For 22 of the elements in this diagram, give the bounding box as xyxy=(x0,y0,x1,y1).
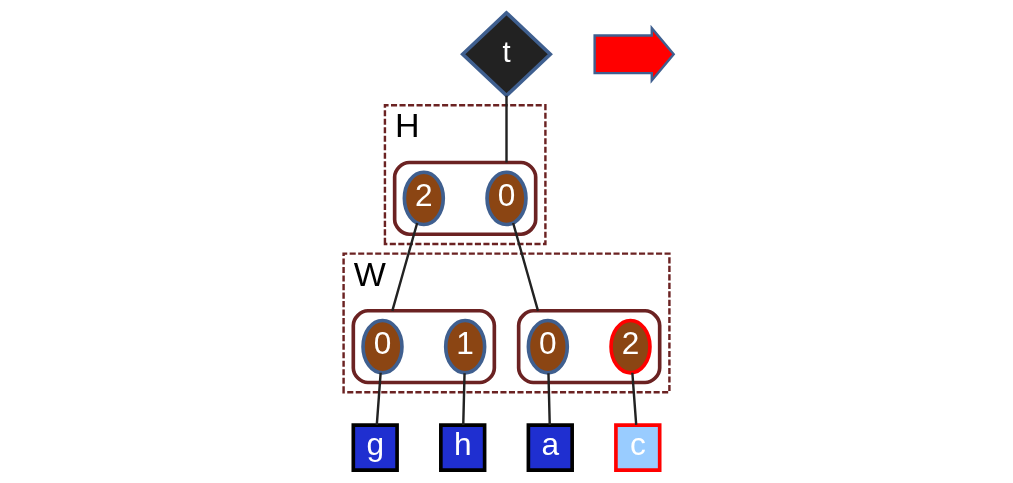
node-ellipse: 2 xyxy=(609,318,652,375)
node-box: g xyxy=(351,423,399,472)
node-box: a xyxy=(526,423,574,472)
connector xyxy=(375,372,382,425)
node-ellipse: 0 xyxy=(485,170,528,227)
connector xyxy=(391,222,419,312)
connector xyxy=(547,373,551,426)
node-arrow xyxy=(593,24,676,84)
node-ellipse: 0 xyxy=(361,318,404,375)
node-ellipse: 2 xyxy=(402,170,446,227)
connector xyxy=(511,222,540,312)
node-box: h xyxy=(439,423,487,472)
connector xyxy=(462,373,466,426)
node-ellipse: 1 xyxy=(443,318,487,375)
cluster xyxy=(392,160,538,237)
cluster xyxy=(351,308,497,385)
connector xyxy=(631,372,638,425)
connector xyxy=(505,95,508,163)
node-diamond: t xyxy=(460,10,553,99)
node-ellipse: 0 xyxy=(526,318,570,375)
node-box: c xyxy=(614,423,662,472)
cluster xyxy=(516,308,662,385)
